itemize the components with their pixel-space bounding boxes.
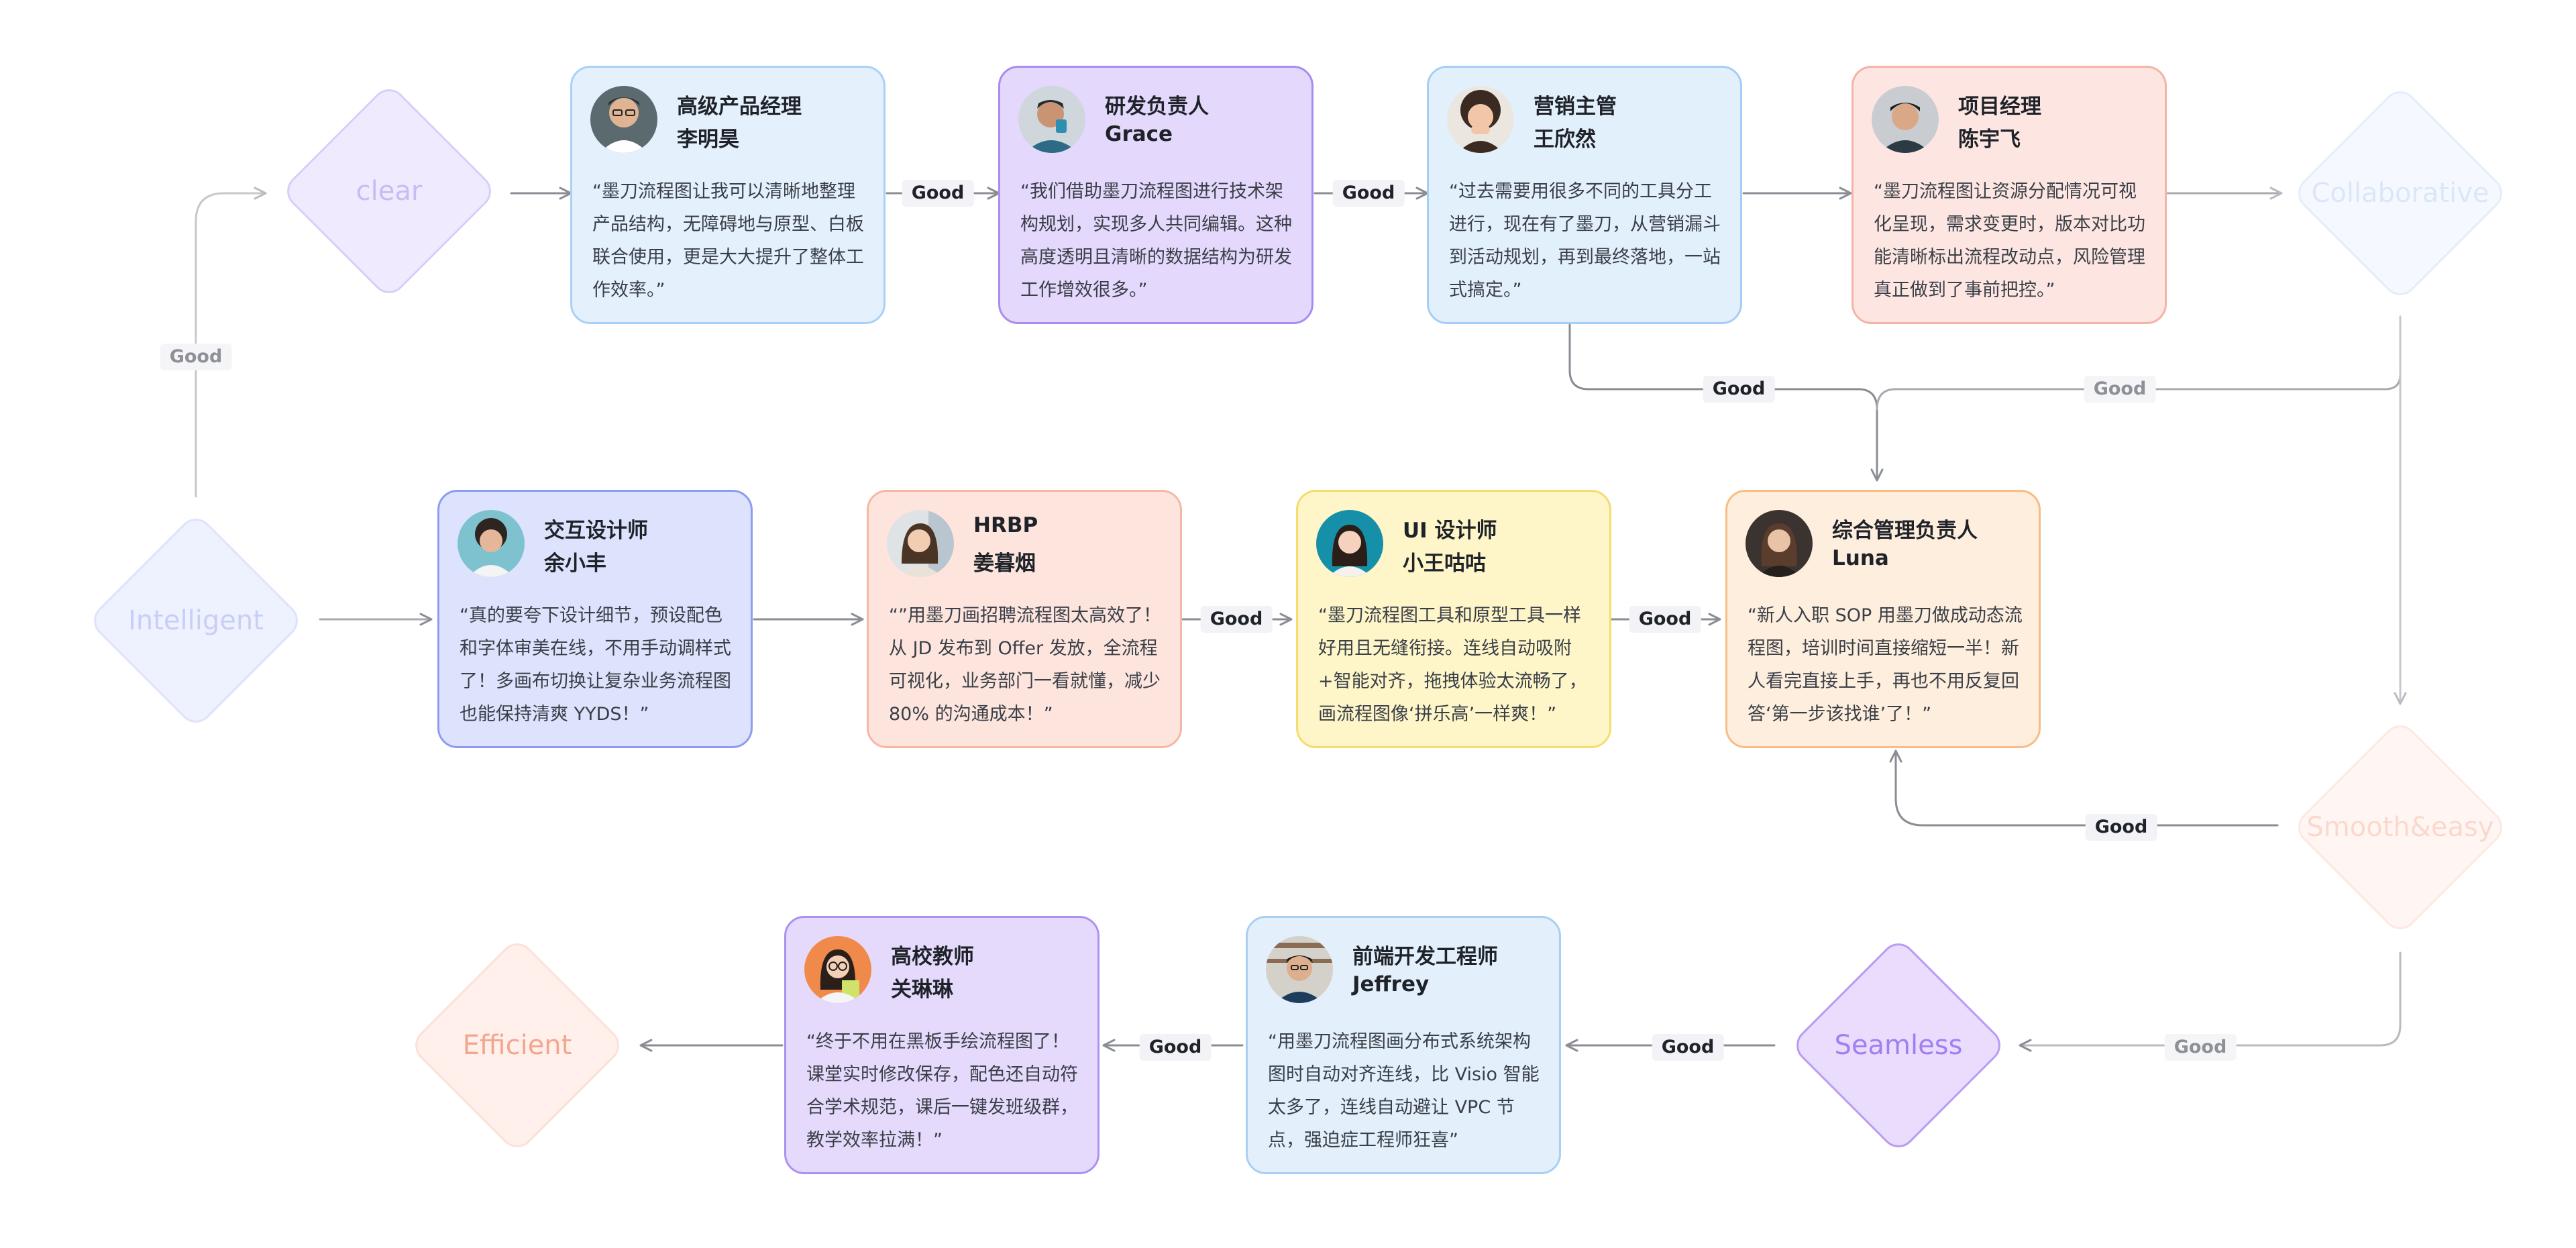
card-role: 综合管理负责人 xyxy=(1832,519,1978,543)
card-general-manager[interactable]: 综合管理负责人 Luna “新人入职 SOP 用墨刀做成动态流程图，培训时间直接… xyxy=(1725,490,2041,748)
card-hrbp[interactable]: HRBP 姜暮烟 “”用墨刀画招聘流程图太高效了！从 JD 发布到 Offer … xyxy=(867,490,1182,748)
card-university-teacher[interactable]: 高校教师 关琳琳 “终于不用在黑板手绘流程图了！课堂实时修改保存，配色还自动符合… xyxy=(784,916,1099,1174)
edge-label: Good xyxy=(1629,606,1701,633)
decision-smooth-easy[interactable]: Smooth&easy xyxy=(2276,703,2524,951)
card-marketing-lead[interactable]: 营销主管 王欣然 “过去需要用很多不同的工具分工进行，现在有了墨刀，从营销漏斗到… xyxy=(1427,66,1742,324)
card-project-manager[interactable]: 项目经理 陈宇飞 “墨刀流程图让资源分配情况可视化呈现，需求变更时，版本对比功能… xyxy=(1851,66,2167,324)
avatar-man-cap-icon xyxy=(1872,86,1939,153)
card-frontend-engineer[interactable]: 前端开发工程师 Jeffrey “用墨刀流程图画分布式系统架构图时自动对齐连线，… xyxy=(1246,916,1561,1174)
card-quote: “终于不用在黑板手绘流程图了！课堂实时修改保存，配色还自动符合学术规范，课后一键… xyxy=(806,1031,1078,1151)
card-role: HRBP xyxy=(973,513,1038,537)
avatar-woman-teal-icon xyxy=(1316,510,1383,577)
edge-label: Good xyxy=(2085,814,2157,841)
avatar-man-glasses-icon xyxy=(590,86,657,153)
card-person-name: 姜暮烟 xyxy=(973,552,1036,576)
decision-label: Collaborative xyxy=(2311,178,2489,209)
edge-label: Good xyxy=(1703,376,1775,403)
decision-label: Seamless xyxy=(1834,1030,1963,1061)
avatar-woman-glasses-icon xyxy=(804,936,871,1003)
card-quote: “墨刀流程图让我可以清晰地整理产品结构，无障碍地与原型、白板联合使用，更是大大提… xyxy=(592,181,864,301)
card-person-name: 陈宇飞 xyxy=(1958,127,2021,152)
card-role: 项目经理 xyxy=(1958,95,2041,119)
edge-label: Good xyxy=(1200,606,1273,633)
card-person-name: Grace xyxy=(1105,122,1173,146)
card-quote: “用墨刀流程图画分布式系统架构图时自动对齐连线，比 Visio 智能太多了，连线… xyxy=(1268,1031,1540,1151)
decision-clear[interactable]: clear xyxy=(265,67,513,315)
card-person-name: 关琳琳 xyxy=(891,978,953,1002)
card-quote: “墨刀流程图工具和原型工具一样好用且无缝衔接。连线自动吸附+智能对齐，拖拽体验太… xyxy=(1318,605,1587,725)
decision-seamless[interactable]: Seamless xyxy=(1774,921,2023,1169)
edge-label: Good xyxy=(902,180,974,207)
card-person-name: 王欣然 xyxy=(1534,127,1596,152)
edge-smooth-mgr xyxy=(1889,749,2279,827)
card-role: 研发负责人 xyxy=(1105,95,1209,119)
card-person-name: 余小丰 xyxy=(544,552,606,576)
card-person-name: 小王咕咕 xyxy=(1403,552,1486,576)
decision-label: Efficient xyxy=(462,1030,572,1061)
decision-label: Intelligent xyxy=(128,605,264,636)
card-interaction-designer[interactable]: 交互设计师 余小丰 “真的要夸下设计细节，预设配色和字体审美在线，不用手动调样式… xyxy=(437,490,753,748)
card-person-name: 李明昊 xyxy=(677,127,739,152)
card-quote: “”用墨刀画招聘流程图太高效了！从 JD 发布到 Offer 发放，全流程可视化… xyxy=(889,605,1161,725)
edge-intelligent-clear xyxy=(195,187,267,498)
card-person-name: Luna xyxy=(1832,546,1889,570)
edge-label: Good xyxy=(1652,1034,1724,1061)
decision-intelligent[interactable]: Intelligent xyxy=(72,497,320,745)
card-ui-designer[interactable]: UI 设计师 小王咕咕 “墨刀流程图工具和原型工具一样好用且无缝衔接。连线自动吸… xyxy=(1296,490,1611,748)
edge-label: Good xyxy=(2164,1034,2237,1061)
avatar-man-curly-icon xyxy=(458,510,525,577)
card-quote: “新人入职 SOP 用墨刀做成动态流程图，培训时间直接缩短一半！新人看完直接上手… xyxy=(1748,605,2023,725)
avatar-woman-curly-icon xyxy=(1447,86,1514,153)
card-role: 交互设计师 xyxy=(544,519,648,543)
avatar-woman-long-icon xyxy=(887,510,954,577)
card-quote: “过去需要用很多不同的工具分工进行，现在有了墨刀，从营销漏斗到活动规划，再到最终… xyxy=(1449,181,1721,301)
edge-smooth-seamless xyxy=(2019,951,2402,1052)
card-quote: “我们借助墨刀流程图进行技术架构规划，实现多人共同编辑。这种高度透明且清晰的数据… xyxy=(1020,181,1292,301)
card-role: UI 设计师 xyxy=(1403,519,1497,543)
avatar-man-cup-icon xyxy=(1018,86,1085,153)
edge-label: Good xyxy=(2084,376,2156,403)
edge-label: Good xyxy=(160,344,232,370)
edge-label: Good xyxy=(1139,1034,1212,1061)
card-role: 高级产品经理 xyxy=(677,95,802,119)
decision-efficient[interactable]: Efficient xyxy=(393,921,641,1169)
card-role: 前端开发工程师 xyxy=(1352,945,1498,969)
card-person-name: Jeffrey xyxy=(1352,972,1430,996)
decision-collaborative[interactable]: Collaborative xyxy=(2276,69,2524,317)
decision-label: clear xyxy=(356,176,423,207)
card-quote: “墨刀流程图让资源分配情况可视化呈现，需求变更时，版本对比功能清晰标出流程改动点… xyxy=(1874,181,2145,301)
card-role: 营销主管 xyxy=(1534,95,1617,119)
card-quote: “真的要夸下设计细节，预设配色和字体审美在线，不用手动调样式了！多画布切换让复杂… xyxy=(460,605,731,725)
avatar-woman-dark-icon xyxy=(1746,510,1813,577)
edge-label: Good xyxy=(1332,180,1405,207)
card-product-manager[interactable]: 高级产品经理 李明昊 “墨刀流程图让我可以清晰地整理产品结构，无障碍地与原型、白… xyxy=(570,66,885,324)
card-rd-lead[interactable]: 研发负责人 Grace “我们借助墨刀流程图进行技术架构规划，实现多人共同编辑。… xyxy=(998,66,1313,324)
card-role: 高校教师 xyxy=(891,945,974,969)
decision-label: Smooth&easy xyxy=(2306,812,2494,843)
avatar-man-shelf-icon xyxy=(1266,936,1333,1003)
